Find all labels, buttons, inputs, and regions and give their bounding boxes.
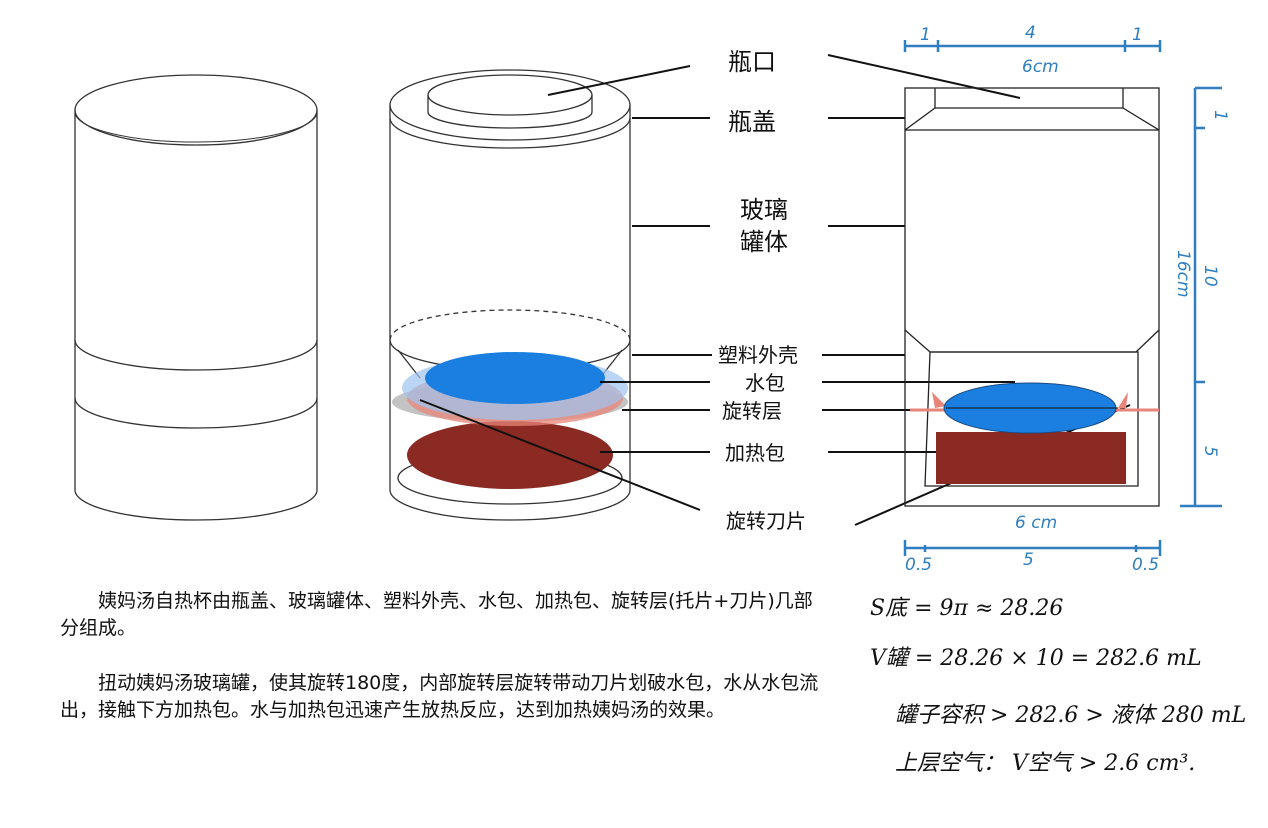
- label-mouth: 瓶口: [728, 48, 776, 76]
- svg-text:1: 1: [1210, 110, 1230, 121]
- svg-text:6cm: 6cm: [1022, 57, 1059, 77]
- svg-text:0.5: 0.5: [1132, 555, 1159, 575]
- label-glass-body-2: 罐体: [740, 228, 788, 256]
- label-glass-body-1: 玻璃: [740, 196, 788, 224]
- dimension-labels: 1 4 1 6cm 1 10 5 16cm 6 cm 0.5 5 0.5: [905, 23, 1230, 575]
- note-base-area: S底 = 9π ≈ 28.26: [870, 596, 1063, 621]
- part-labels: 瓶口 瓶盖 玻璃 罐体 塑料外壳 水包 旋转层 加热包 旋转刀片: [718, 48, 806, 533]
- note-capacity: 罐子容积 > 282.6 > 液体 280 mL: [895, 703, 1246, 728]
- note-air-volume: 上层空气： V空气 > 2.6 cm³.: [895, 751, 1195, 776]
- label-rotating-blade: 旋转刀片: [726, 509, 806, 533]
- svg-text:16cm: 16cm: [1173, 250, 1193, 298]
- label-rotating-layer: 旋转层: [722, 399, 782, 423]
- label-heating-pack: 加热包: [725, 441, 785, 465]
- svg-text:5: 5: [1200, 446, 1220, 457]
- heating-pack-3d: [407, 421, 613, 489]
- svg-text:6 cm: 6 cm: [1015, 513, 1057, 533]
- label-plastic-shell: 塑料外壳: [718, 343, 798, 367]
- svg-text:4: 4: [1025, 23, 1036, 43]
- label-cap: 瓶盖: [728, 108, 776, 136]
- dimension-lines: [903, 40, 1222, 556]
- svg-text:1: 1: [920, 25, 931, 45]
- svg-text:0.5: 0.5: [905, 555, 932, 575]
- svg-text:1: 1: [1132, 25, 1143, 45]
- cross-section: [904, 87, 1160, 507]
- calculation-notes: S底 = 9π ≈ 28.26 V罐 = 28.26 × 10 = 282.6 …: [870, 596, 1246, 776]
- heating-pack-section: [936, 432, 1126, 484]
- blade-leader: [419, 399, 701, 511]
- description-paragraph-2: 扭动姨妈汤玻璃罐，使其旋转180度，内部旋转层旋转带动刀片划破水包，水从水包流出…: [60, 672, 819, 721]
- water-bag-3d: [425, 352, 605, 404]
- svg-text:10: 10: [1200, 265, 1220, 287]
- description-paragraph-1: 姨妈汤自热杯由瓶盖、玻璃罐体、塑料外壳、水包、加热包、旋转层(托片+刀片)几部分…: [60, 590, 813, 639]
- exterior-cylinder: [74, 74, 318, 521]
- label-water-bag: 水包: [745, 371, 785, 395]
- svg-text:5: 5: [1023, 550, 1034, 570]
- note-jar-volume: V罐 = 28.26 × 10 = 282.6 mL: [870, 646, 1202, 671]
